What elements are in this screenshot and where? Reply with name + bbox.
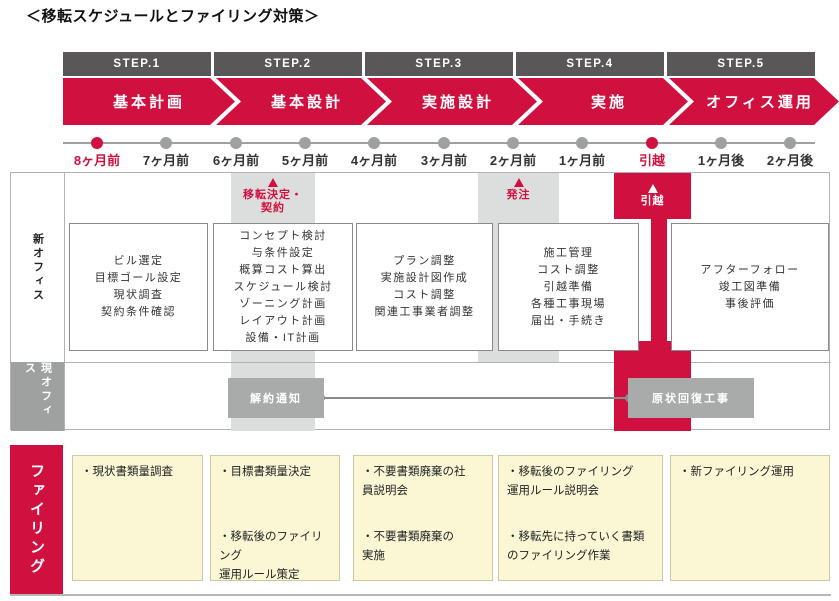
filing-box-step3: ・不要書類廃棄の社 員説明会 ・不要書類廃棄の 実施 [353,455,493,581]
timeline-dot-7m-before [160,137,172,149]
filing-item: ・移転後のファイリング 運用ルール策定 [219,531,323,581]
timeline-label-8m-before: 8ヶ月前 [73,153,121,168]
task-box-step5: アフターフォロー 竣工図準備 事後評価 [671,223,829,351]
triangle-up-icon [513,178,524,187]
timeline-label-1m-after: 1ヶ月後 [697,153,745,168]
marker-order-text: 発注 [506,189,531,201]
filing-label-text: ファイリング [28,462,45,577]
timeline-label-1m-before: 1ヶ月前 [558,153,606,168]
bottom-border-line [10,594,831,596]
phase-label-2: 基本設計 [270,94,343,111]
phase-label-1: 基本計画 [112,94,185,111]
timeline-label-5m-before: 5ヶ月前 [281,153,329,168]
phase-arrow-1 [63,78,235,125]
timeline-dot-1m-after [715,137,727,149]
triangle-up-icon [268,178,278,187]
move-timeline-stripe [651,219,667,343]
restoration-work-box: 原状回復工事 [628,378,754,418]
cancellation-notice-box: 解約通知 [228,378,324,418]
phase-arrow-4 [518,78,688,125]
timeline-dot-2m-before [507,137,519,149]
marker-move-text: 引越 [640,195,665,207]
phase-label-4: 実施 [590,94,627,111]
timeline-dot-4m-before [368,137,380,149]
timeline-dot-move [646,137,658,149]
timeline-label-6m-before: 6ヶ月前 [212,153,260,168]
step-header-1: STEP.1 [63,52,211,76]
phase-arrow-5 [669,78,839,125]
page-title: ＜移転スケジュールとファイリング対策＞ [26,8,320,25]
phase-arrow-band [63,78,839,125]
filing-row-label: ファイリング [10,445,63,594]
marker-move: 引越 [614,173,691,219]
phase-label-5: オフィス運用 [706,94,814,111]
task-box-step3: プラン調整 実施設計図作成 コスト調整 関連工事業者調整 [356,223,493,351]
timeline-label-move: 引越 [638,153,665,168]
timeline-label-3m-before: 3ヶ月前 [420,153,468,168]
row-label-current-office: 現オフィス [11,362,64,431]
filing-box-step5: ・新ファイリング運用 [670,455,830,581]
step-header-5: STEP.5 [667,52,815,76]
new-office-label-text: 新オフィス [31,232,44,303]
filing-item: ・新ファイリング運用 [679,466,794,478]
step-header-4: STEP.4 [516,52,664,76]
phase-arrow-3 [367,78,537,125]
timeline-dot-6m-before [230,137,242,149]
timeline-dot-8m-before [91,137,103,149]
phase-arrow-2 [216,78,386,125]
schedule-table: 新オフィス 現オフィス 移転決定・ 契約 発注 引越 ビル選定 目標ゴール設定 … [10,172,831,431]
label-column-divider [64,173,65,431]
marker-decision-contract: 移転決定・ 契約 [231,173,315,215]
timeline-label-2m-before: 2ヶ月前 [489,153,537,168]
filing-item: ・移転後のファイリング 運用ルール説明会 [507,466,634,497]
triangle-up-icon [647,184,658,193]
current-office-label-text: 現オフィス [23,362,52,418]
timeline-dot-2m-after [784,137,796,149]
notice-connector-line [321,397,633,399]
row-label-new-office: 新オフィス [11,173,64,362]
task-box-step1: ビル選定 目標ゴール設定 現状調査 契約条件確認 [69,223,208,351]
row-divider [11,362,831,363]
timeline-label-2m-after: 2ヶ月後 [766,153,814,168]
filing-box-step4: ・移転後のファイリング 運用ルール説明会 ・移転先に持っていく書類 のファイリン… [498,455,663,581]
filing-item: ・目標書類量決定 [219,466,311,478]
filing-item: ・不要書類廃棄の社 員説明会 [362,466,466,497]
step-header-2: STEP.2 [214,52,362,76]
timeline-dot-1m-before [576,137,588,149]
task-box-step4: 施工管理 コスト調整 引越準備 各種工事現場 届出・手続き [498,223,639,351]
filing-item: ・不要書類廃棄の 実施 [362,531,454,562]
task-box-step2: コンセプト検討 与条件設定 概算コスト算出 スケジュール検討 ゾーニング計画 レ… [213,223,353,351]
timeline-label-7m-before: 7ヶ月前 [142,153,190,168]
timeline-dot-3m-before [438,137,450,149]
filing-item: ・現状書類量調査 [81,466,173,478]
filing-box-step2: ・目標書類量決定 ・移転後のファイリング 運用ルール策定 [210,455,340,581]
step-header-3: STEP.3 [365,52,513,76]
marker-decision-contract-text: 移転決定・ 契約 [243,189,303,214]
timeline-label-4m-before: 4ヶ月前 [350,153,398,168]
timeline-dot-5m-before [299,137,311,149]
filing-box-step1: ・現状書類量調査 [72,455,203,581]
filing-item: ・移転先に持っていく書類 のファイリング作業 [507,531,645,562]
phase-label-3: 実施設計 [421,94,494,111]
marker-order: 発注 [478,173,559,202]
